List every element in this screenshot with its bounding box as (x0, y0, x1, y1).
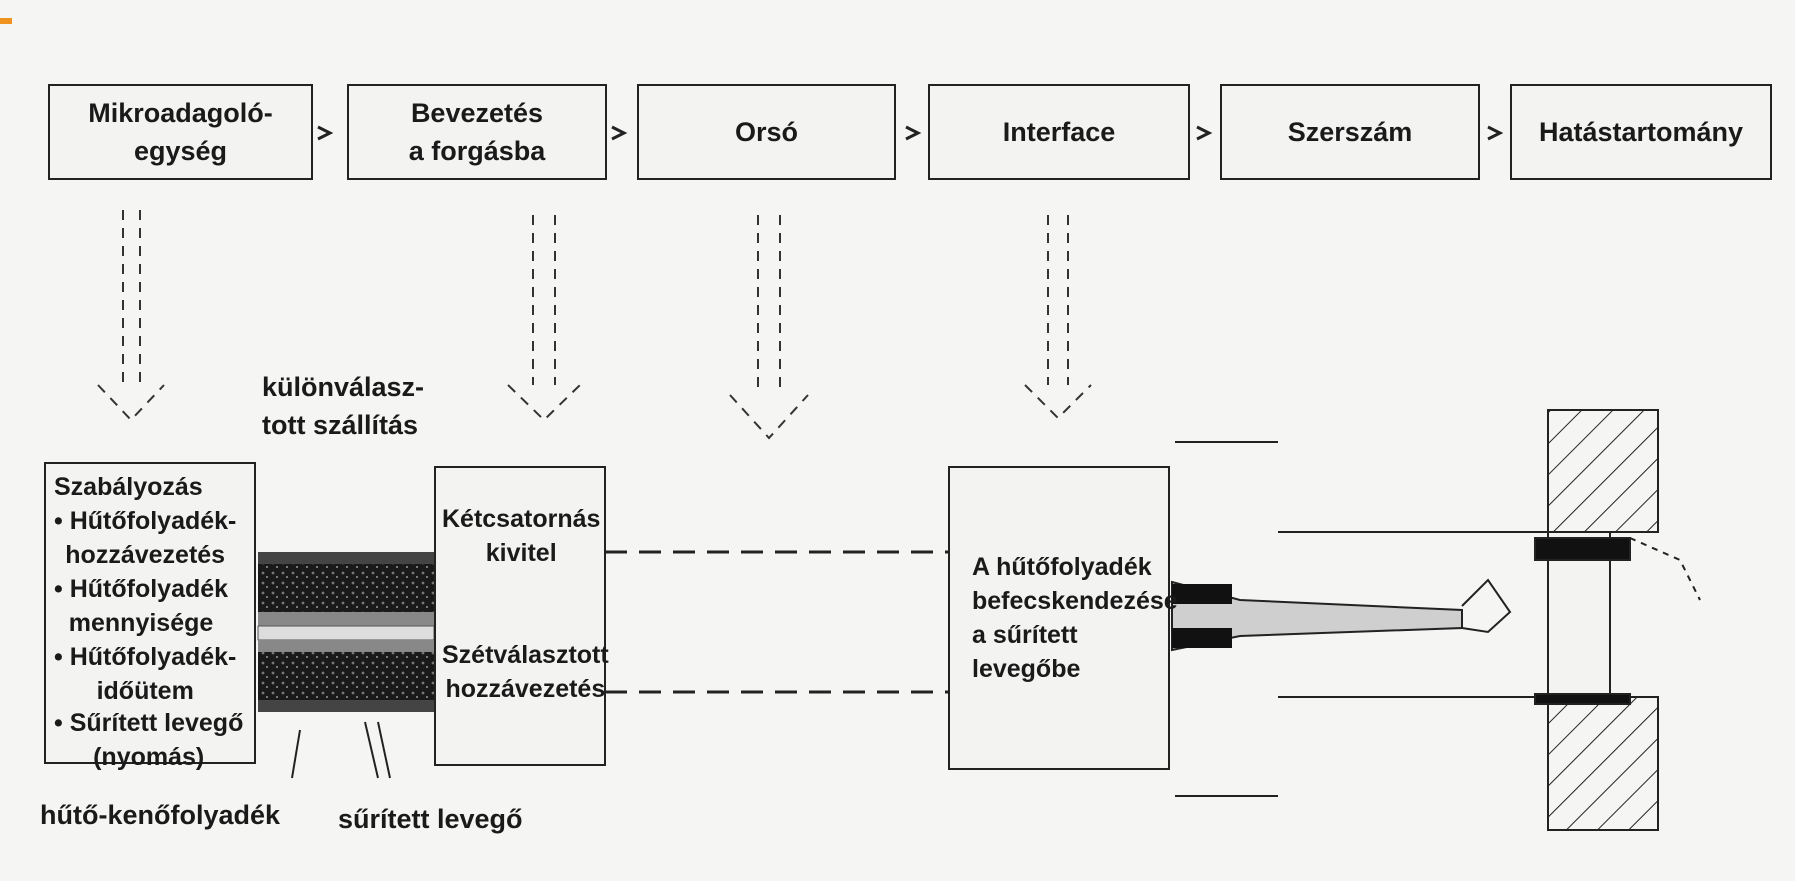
dashed-down-arrows (97, 210, 1092, 440)
flow-box-rotation-entry: Bevezetés a forgásba (347, 84, 607, 180)
control-item: • Hűtőfolyadék- hozzávezetés (54, 507, 237, 569)
control-item: • Hűtőfolyadék mennyisége (54, 575, 229, 637)
flow-box-interface: Interface (928, 84, 1190, 180)
control-panel-title: Szabályozás (54, 473, 203, 501)
control-item: • Hűtőfolyadék- időütem (54, 643, 237, 705)
flow-box-tool: Szerszám (1220, 84, 1480, 180)
flow-box-micro-dosing: Mikroadagoló- egység (48, 84, 313, 180)
accent-mark (0, 18, 12, 24)
injection-panel: A hűtőfolyadék befecskendezése a sűrítet… (948, 466, 1178, 770)
channel-panel-bottom: Szétválasztott hozzávezetés (442, 641, 609, 703)
separated-transport-label: különválasz- tott szállítás (262, 372, 425, 440)
coolant-label: hűtő-kenőfolyadék (40, 800, 281, 830)
label-leaders (291, 721, 391, 779)
control-item: • Sűrített levegő (nyomás) (54, 709, 244, 771)
dashed-connectors (605, 550, 948, 694)
control-panel: Szabályozás • Hűtőfolyadék- hozzávezetés… (44, 462, 256, 771)
flow-box-spindle: Orsó (637, 84, 896, 180)
flow-box-effect-zone: Hatástartomány (1510, 84, 1772, 180)
compressed-air-label: sűrített levegő (338, 804, 523, 834)
channel-panel: Kétcsatornás kivitel Szétválasztott hozz… (434, 466, 609, 766)
workpiece (1534, 409, 1701, 831)
channel-panel-top: Kétcsatornás kivitel (442, 505, 601, 567)
flow-arrows (317, 125, 1504, 141)
supply-tubes (257, 552, 435, 712)
spindle-nozzle (1171, 441, 1620, 797)
